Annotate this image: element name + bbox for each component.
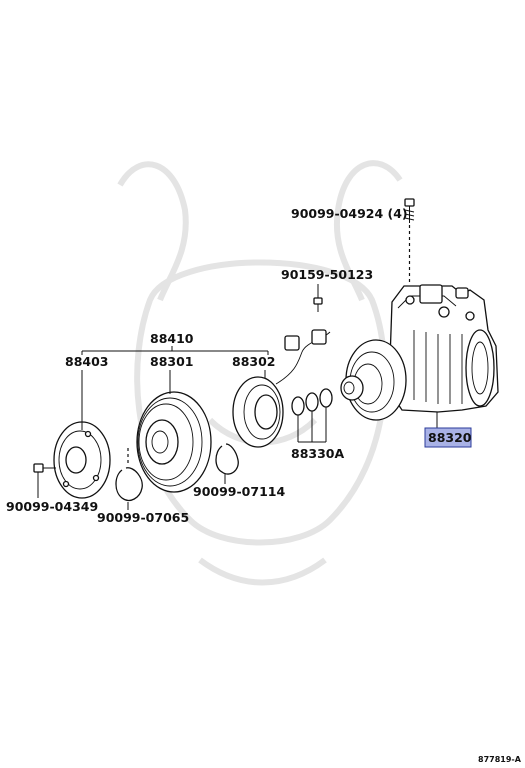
field-coil[interactable] [232,329,331,448]
label-snap-ring-1[interactable]: 90099-07065 [97,510,189,525]
leader-lines [81,370,266,430]
compressor-body[interactable] [340,284,499,421]
compressor-label: 88320 [428,430,472,445]
diagram-code: 877819-A [478,755,522,764]
label-orings[interactable]: 88330A [291,446,344,461]
label-snap-ring-2[interactable]: 90099-07114 [193,484,285,499]
pressure-plate[interactable] [53,421,111,499]
snap-ring-2[interactable] [215,443,239,484]
label-assembly[interactable]: 88410 [150,331,194,346]
o-rings[interactable] [291,388,333,443]
label-screw-valve[interactable]: 90159-50123 [281,267,373,282]
screw-valve[interactable] [313,284,323,312]
label-plate[interactable]: 88403 [65,354,109,369]
assembly-bracket [81,346,269,355]
label-coil[interactable]: 88302 [232,354,276,369]
pulley[interactable] [136,391,212,493]
compressor-part-number[interactable]: 88320 [424,412,472,448]
label-pulley[interactable]: 88301 [150,354,194,369]
snap-ring-1[interactable] [115,448,143,510]
top-bolt[interactable] [404,198,415,285]
label-bolt-small[interactable]: 90099-04349 [6,499,98,514]
label-bolt-top[interactable]: 90099-04924 (4) [291,206,408,221]
plate-bolt[interactable] [33,463,56,498]
